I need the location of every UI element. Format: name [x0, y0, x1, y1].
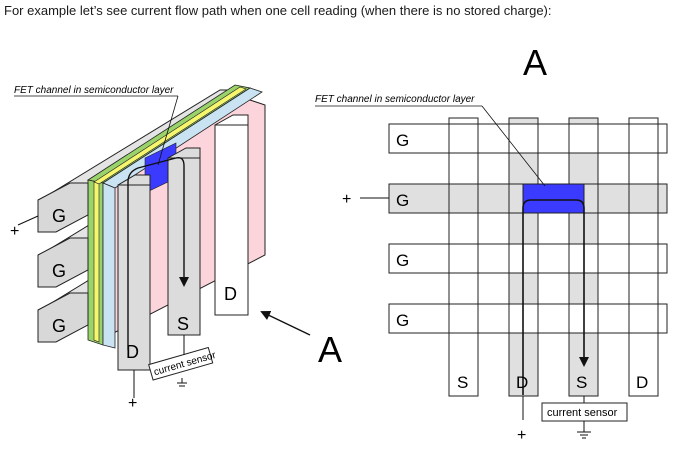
left-gate-label-1: G: [52, 206, 66, 226]
right-gate-label-2: G: [396, 191, 409, 210]
left-source-label: S: [177, 314, 189, 334]
right-gate-label-3: G: [396, 251, 409, 270]
left-gate-label-2: G: [52, 261, 66, 281]
left-drain-strip: D: [118, 175, 150, 370]
left-gate-3: G: [38, 293, 88, 342]
right-top-view-diagram: A G G G G S D S D +: [315, 42, 667, 444]
right-plus-gate: +: [342, 191, 351, 208]
view-arrow: [262, 312, 310, 335]
right-sensor-label: current sensor: [547, 407, 618, 419]
right-gate-label-1: G: [396, 131, 409, 150]
left-3d-diagram: G G G D S D: [10, 85, 342, 412]
left-plus-drain: +: [128, 395, 137, 412]
right-view-label: A: [523, 42, 547, 83]
right-gate-4: [389, 304, 667, 333]
right-fet-channel: [523, 184, 584, 213]
right-gate-1: [389, 124, 667, 153]
left-gate-label-3: G: [52, 316, 66, 336]
right-current-sensor: current sensor: [542, 403, 627, 421]
left-gate-1: G: [38, 183, 88, 232]
right-bottom-label-s1: S: [457, 373, 468, 392]
left-view-label: A: [318, 329, 342, 370]
right-gate-label-4: G: [396, 311, 409, 330]
right-plus-drain: +: [517, 427, 526, 444]
left-gate-2: G: [38, 238, 88, 287]
left-channel-label: FET channel in semiconductor layer: [14, 85, 174, 96]
left-drain2-label: D: [224, 284, 237, 304]
left-current-sensor: current sensor: [149, 346, 218, 380]
right-gate-3: [389, 244, 667, 273]
right-channel-label: FET channel in semiconductor layer: [315, 94, 475, 105]
left-drain2-strip: D: [215, 115, 248, 315]
right-bottom-label-d2: D: [636, 373, 648, 392]
right-bottom-label-d1: D: [516, 373, 528, 392]
right-bottom-label-s2: S: [576, 373, 587, 392]
left-plus-gate: +: [10, 223, 19, 240]
